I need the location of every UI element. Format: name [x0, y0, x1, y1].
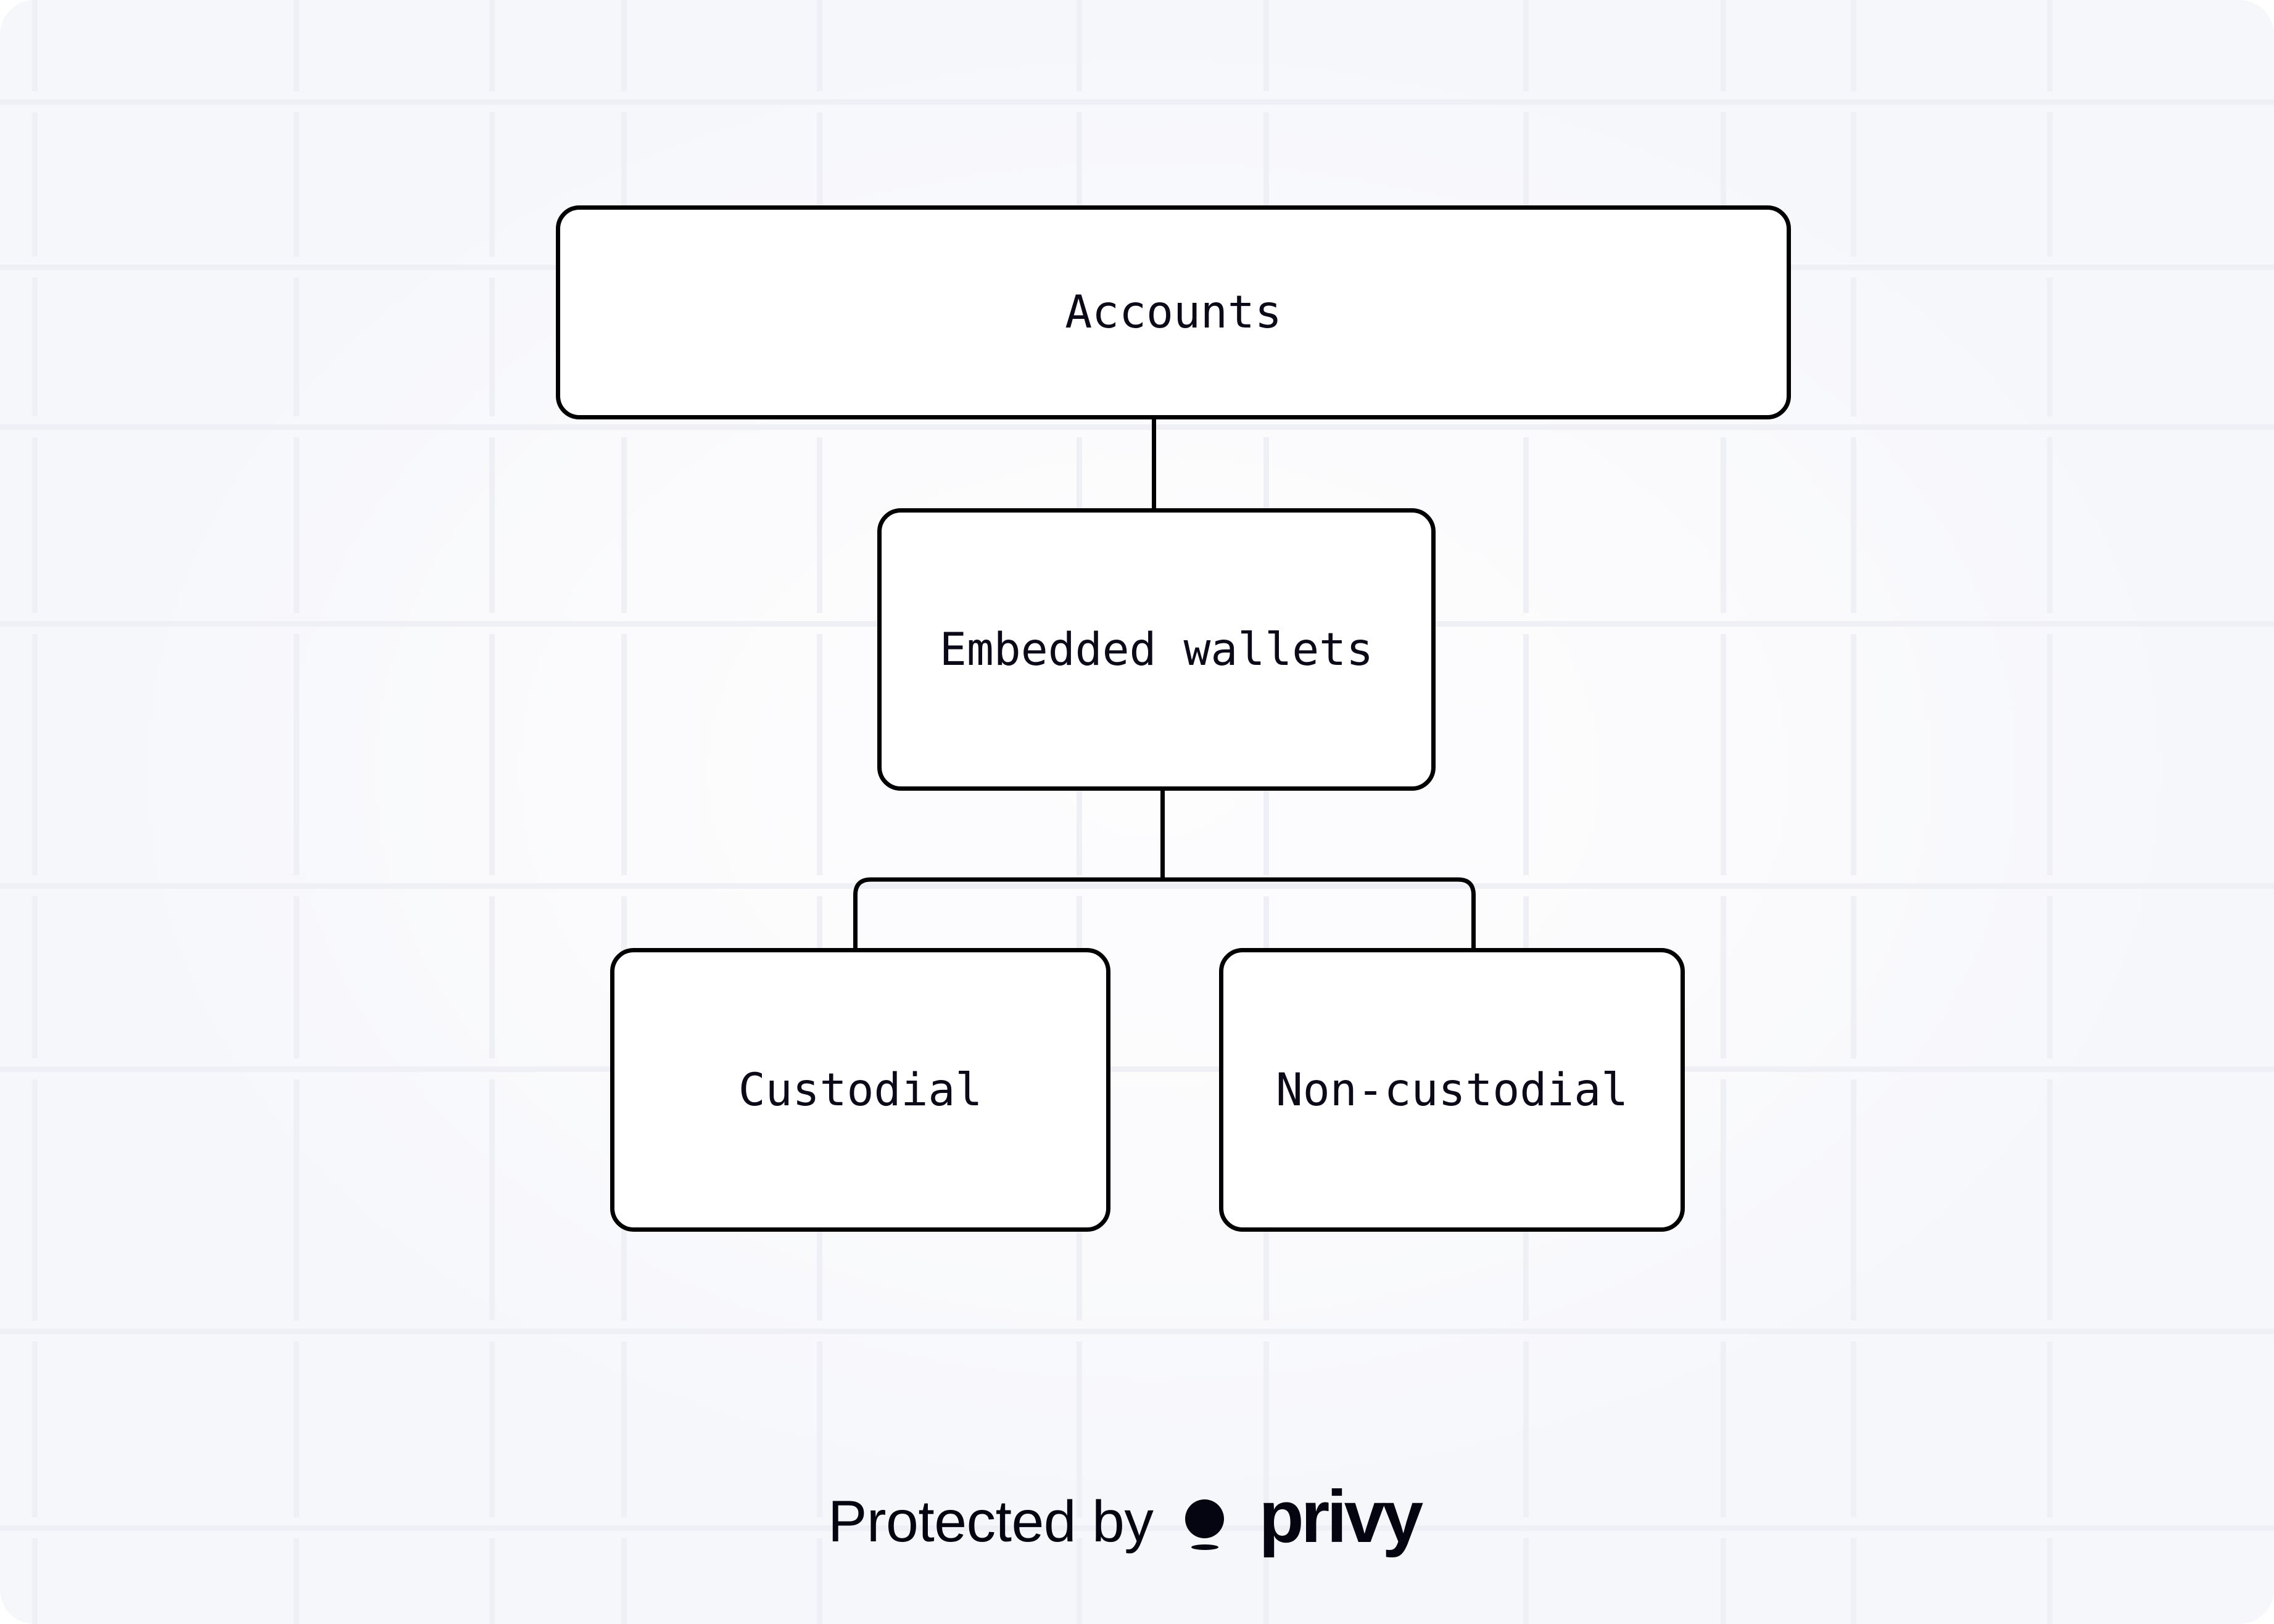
- privy-logo-icon: [1185, 1499, 1225, 1552]
- node-embedded-wallets-label: Embedded wallets: [939, 623, 1374, 676]
- branch-bracket: [853, 877, 1476, 950]
- privy-wordmark: privy: [1259, 1475, 1423, 1558]
- node-embedded-wallets[interactable]: Embedded wallets: [877, 508, 1436, 791]
- node-non-custodial-label: Non-custodial: [1275, 1063, 1629, 1116]
- node-non-custodial[interactable]: Non-custodial: [1219, 948, 1685, 1232]
- protected-by-text: Protected by: [828, 1488, 1154, 1554]
- node-accounts[interactable]: Accounts: [556, 205, 1791, 419]
- privy-logo-dot: [1185, 1499, 1225, 1538]
- node-custodial[interactable]: Custodial: [610, 948, 1110, 1232]
- privy-logo-shadow: [1191, 1544, 1219, 1550]
- node-accounts-label: Accounts: [1065, 286, 1282, 339]
- node-custodial-label: Custodial: [738, 1063, 983, 1116]
- protected-by-footer[interactable]: Protected by privy: [828, 1475, 1423, 1560]
